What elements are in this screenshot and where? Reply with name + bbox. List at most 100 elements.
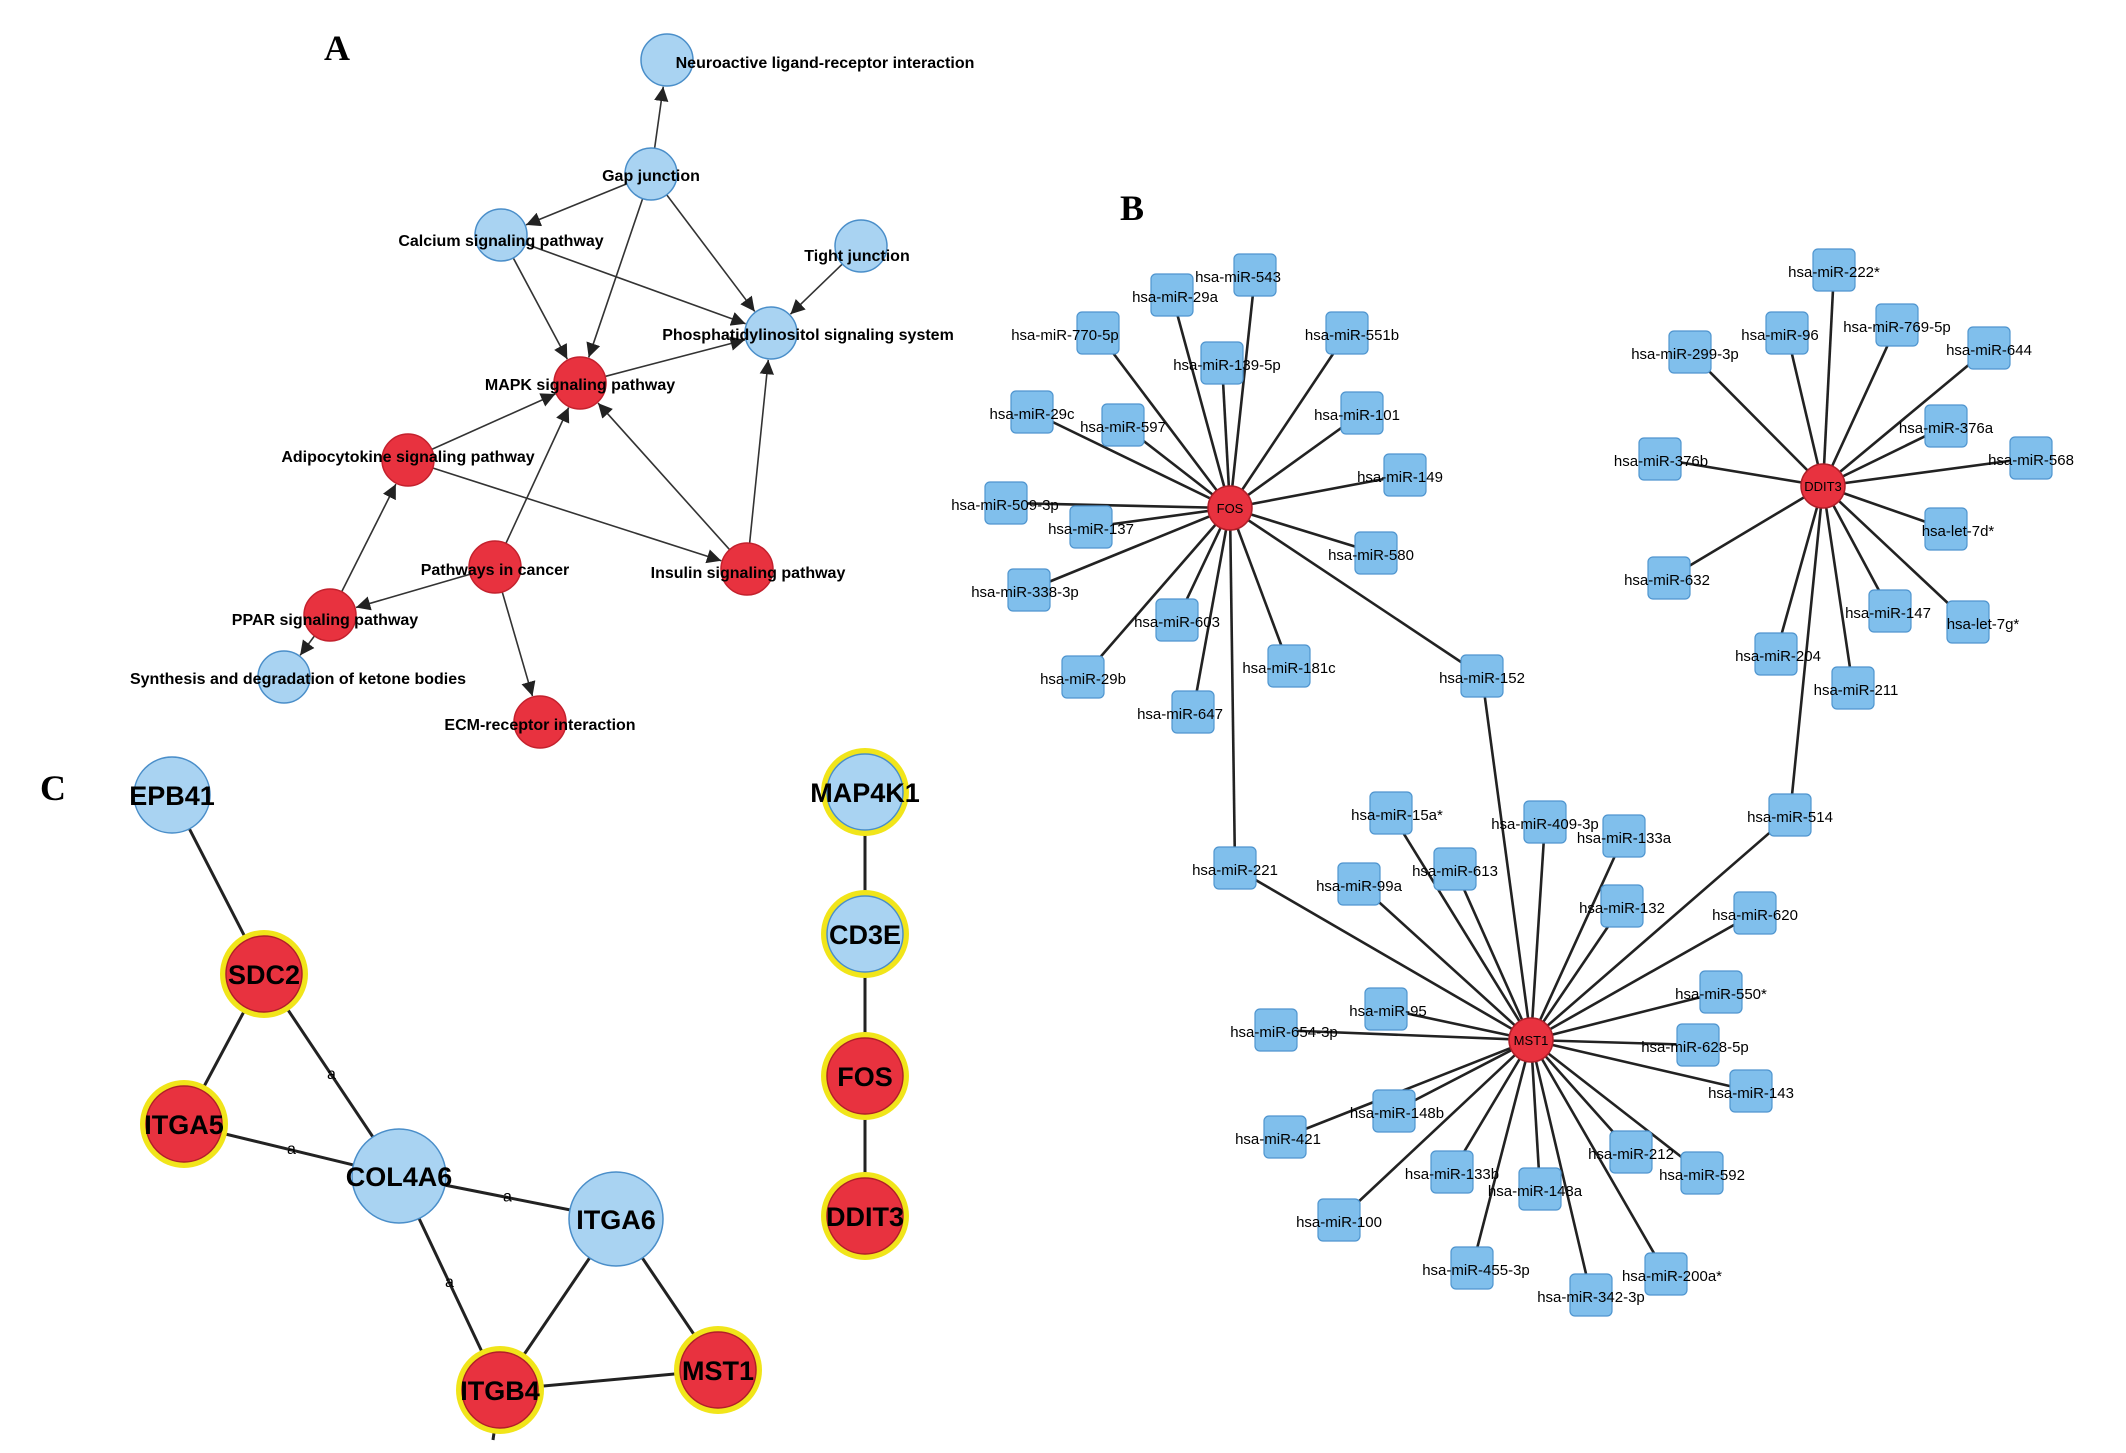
mirna-label-m149: hsa-miR-149	[1357, 469, 1443, 486]
mirna-edge-m204-DDIT3	[1774, 485, 1825, 655]
pathway-node-neuro	[640, 33, 694, 87]
ppi-node-EPB41	[133, 756, 211, 834]
ppi-node-FOS	[826, 1037, 904, 1115]
mirna-label-m299: hsa-miR-299-3p	[1631, 346, 1739, 363]
mirna-node-m132	[1600, 884, 1644, 928]
mirna-edge-m769-DDIT3	[1821, 324, 1899, 487]
mirna-label-m211: hsa-miR-211	[1814, 682, 1899, 699]
pathway-label-mapk: MAPK signaling pathway	[485, 377, 675, 394]
pathway-label-neuro: Neuroactive ligand-receptor interaction	[676, 55, 975, 72]
mirna-edge-m132-MST1	[1529, 905, 1624, 1041]
mirna-edge-m181c-FOS	[1228, 507, 1291, 667]
mirna-edge-m376b-DDIT3	[1659, 457, 1824, 488]
pathway-edge-gap-mapk	[586, 198, 644, 358]
mirna-node-m632	[1647, 556, 1691, 600]
ppi-label-FOS: FOS	[837, 1062, 893, 1092]
mirna-label-m148a: hsa-miR-148a	[1488, 1183, 1583, 1200]
mirna-node-m204	[1754, 632, 1798, 676]
ppi-edge-label-COL4A6-ITGB4: a	[445, 1274, 454, 1291]
mirna-label-m95: hsa-miR-95	[1349, 1003, 1427, 1020]
mirna-edge-m620-MST1	[1530, 911, 1756, 1042]
mirna-edge-m455-MST1	[1470, 1039, 1533, 1269]
mirna-label-m628: hsa-miR-628-5p	[1641, 1039, 1749, 1056]
mirna-label-m29b: hsa-miR-29b	[1040, 671, 1126, 688]
pathway-node-cancer	[468, 540, 522, 594]
mirna-label-m376b: hsa-miR-376b	[1614, 453, 1708, 470]
mirna-label-m133a: hsa-miR-133a	[1577, 830, 1672, 847]
pathway-label-calcium: Calcium signaling pathway	[398, 233, 603, 250]
pathway-edge-tight-phos	[789, 263, 843, 315]
gene-hub-FOS	[1207, 485, 1253, 531]
pathway-label-ketone: Synthesis and degradation of ketone bodi…	[130, 671, 466, 688]
mirna-label-m543: hsa-miR-543	[1195, 269, 1281, 286]
mirna-edge-m29a-FOS	[1170, 294, 1232, 509]
gene-hub-DDIT3	[1800, 463, 1846, 509]
ppi-node-MAP4K1	[826, 753, 904, 831]
mirna-edge-m514-DDIT3	[1788, 485, 1825, 816]
ppi-node-CD3E	[826, 895, 904, 973]
mirna-node-m152	[1460, 654, 1504, 698]
mirna-label-m200a: hsa-miR-200a*	[1622, 1268, 1722, 1285]
pathway-node-adipo	[381, 433, 435, 487]
mirna-edge-m628-MST1	[1530, 1038, 1699, 1047]
mirna-node-let7g	[1946, 600, 1990, 644]
mirna-label-m603: hsa-miR-603	[1134, 614, 1220, 631]
mirna-edge-m148a-MST1	[1529, 1039, 1542, 1190]
mirna-edge-m100-MST1	[1338, 1039, 1532, 1221]
gene-hub-MST1	[1508, 1017, 1554, 1063]
pathway-edge-gap-neuro	[653, 86, 669, 149]
mirna-node-m592	[1680, 1151, 1724, 1195]
pathway-edge-ppar-adipo	[340, 483, 397, 593]
mirna-label-m133b: hsa-miR-133b	[1405, 1166, 1499, 1183]
mirna-label-m770: hsa-miR-770-5p	[1011, 327, 1119, 344]
mirna-edge-m137-FOS	[1090, 506, 1231, 529]
mirna-edge-m29c-FOS	[1031, 410, 1231, 510]
mirna-edge-m580-FOS	[1229, 506, 1377, 555]
mirna-label-let7d: hsa-let-7d*	[1922, 523, 1995, 540]
mirna-node-m421	[1263, 1115, 1307, 1159]
mirna-node-m29b	[1061, 655, 1105, 699]
ppi-label-MST1: MST1	[682, 1356, 754, 1386]
mirna-node-m550	[1699, 970, 1743, 1014]
mirna-node-m29c	[1010, 390, 1054, 434]
mirna-label-m15a: hsa-miR-15a*	[1351, 807, 1443, 824]
mirna-label-m338: hsa-miR-338-3p	[971, 584, 1079, 601]
mirna-edge-m211-DDIT3	[1821, 485, 1855, 689]
mirna-label-m514: hsa-miR-514	[1747, 809, 1833, 826]
pathway-edge-gap-calcium	[525, 183, 628, 227]
mirna-edge-m133a-MST1	[1529, 835, 1626, 1041]
mirna-label-m101: hsa-miR-101	[1314, 407, 1400, 424]
panel-label-b: B	[1120, 188, 1144, 228]
panel-b-mirna-network: hsa-miR-543 hsa-miR-29a hsa-miR-770-5p hsa-…	[951, 248, 2074, 1317]
ppi-label-MAP4K1: MAP4K1	[810, 778, 920, 808]
mirna-edge-m139-FOS	[1220, 362, 1232, 509]
ppi-node-ITGA5	[145, 1085, 223, 1163]
ppi-node-COL4A6	[351, 1128, 447, 1224]
pathway-edge-adipo-mapk	[431, 393, 556, 451]
mirna-label-m29c: hsa-miR-29c	[989, 406, 1075, 423]
mirna-label-m592: hsa-miR-592	[1659, 1167, 1745, 1184]
mirna-node-m647	[1171, 690, 1215, 734]
mirna-node-m222s	[1812, 248, 1856, 292]
mirna-label-m29a: hsa-miR-29a	[1132, 289, 1219, 306]
ppi-edge-label-ITGA5-COL4A6: a	[287, 1141, 296, 1158]
panel-label-a: A	[324, 28, 350, 68]
panel-c-ppi-network: aaaaEPB41SDC2ITGA5COL4A6ITGA6ITGB4MST1MA…	[129, 748, 920, 1441]
ppi-label-CD3E: CD3E	[829, 920, 901, 950]
mirna-node-m342	[1569, 1273, 1613, 1317]
mirna-node-m101	[1340, 391, 1384, 435]
mirna-node-m770	[1076, 311, 1120, 355]
mirna-node-m628	[1676, 1023, 1720, 1067]
mirna-label-m376a: hsa-miR-376a	[1899, 420, 1994, 437]
mirna-node-m376b	[1638, 437, 1682, 481]
pathway-node-gap	[624, 147, 678, 201]
ppi-label-COL4A6: COL4A6	[346, 1162, 453, 1192]
pathway-node-phos	[744, 306, 798, 360]
mirna-edge-m95-MST1	[1385, 1007, 1532, 1042]
ppi-label-ITGA5: ITGA5	[144, 1110, 224, 1140]
mirna-node-m200a	[1644, 1252, 1688, 1296]
pathway-label-phos: Phosphatidylinositol signaling system	[662, 327, 954, 344]
mirna-node-m376a	[1924, 404, 1968, 448]
